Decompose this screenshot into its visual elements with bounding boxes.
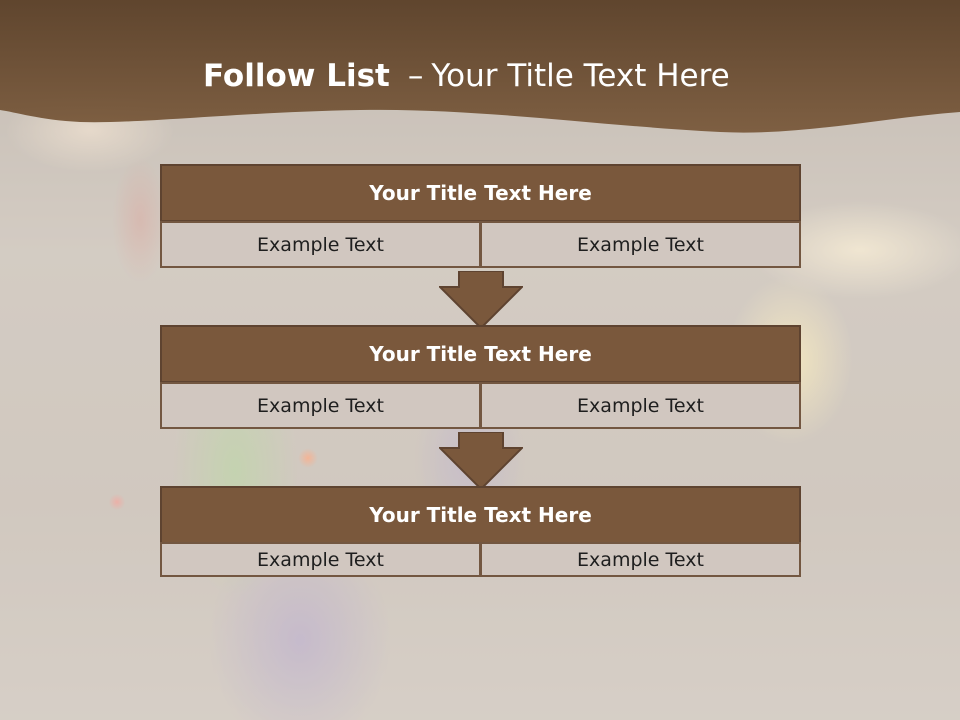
down-arrow-icon [439, 271, 523, 329]
box-cell-left: Example Text [160, 221, 481, 268]
slide-title: Follow List–Your Title Text Here [203, 55, 730, 97]
box-cell-right: Example Text [480, 221, 801, 268]
down-arrow-icon [439, 432, 523, 490]
title-bold: Follow List [203, 58, 390, 94]
box-title: Your Title Text Here [160, 164, 801, 222]
box-cell-right: Example Text [480, 542, 801, 577]
title-rest: Your Title Text Here [431, 58, 730, 94]
box-title: Your Title Text Here [160, 325, 801, 383]
title-separator: – [407, 58, 424, 94]
box-cell-right: Example Text [480, 382, 801, 429]
header-band [0, 0, 960, 133]
box-title: Your Title Text Here [160, 486, 801, 544]
box-cell-left: Example Text [160, 382, 481, 429]
box-cell-left: Example Text [160, 542, 481, 577]
